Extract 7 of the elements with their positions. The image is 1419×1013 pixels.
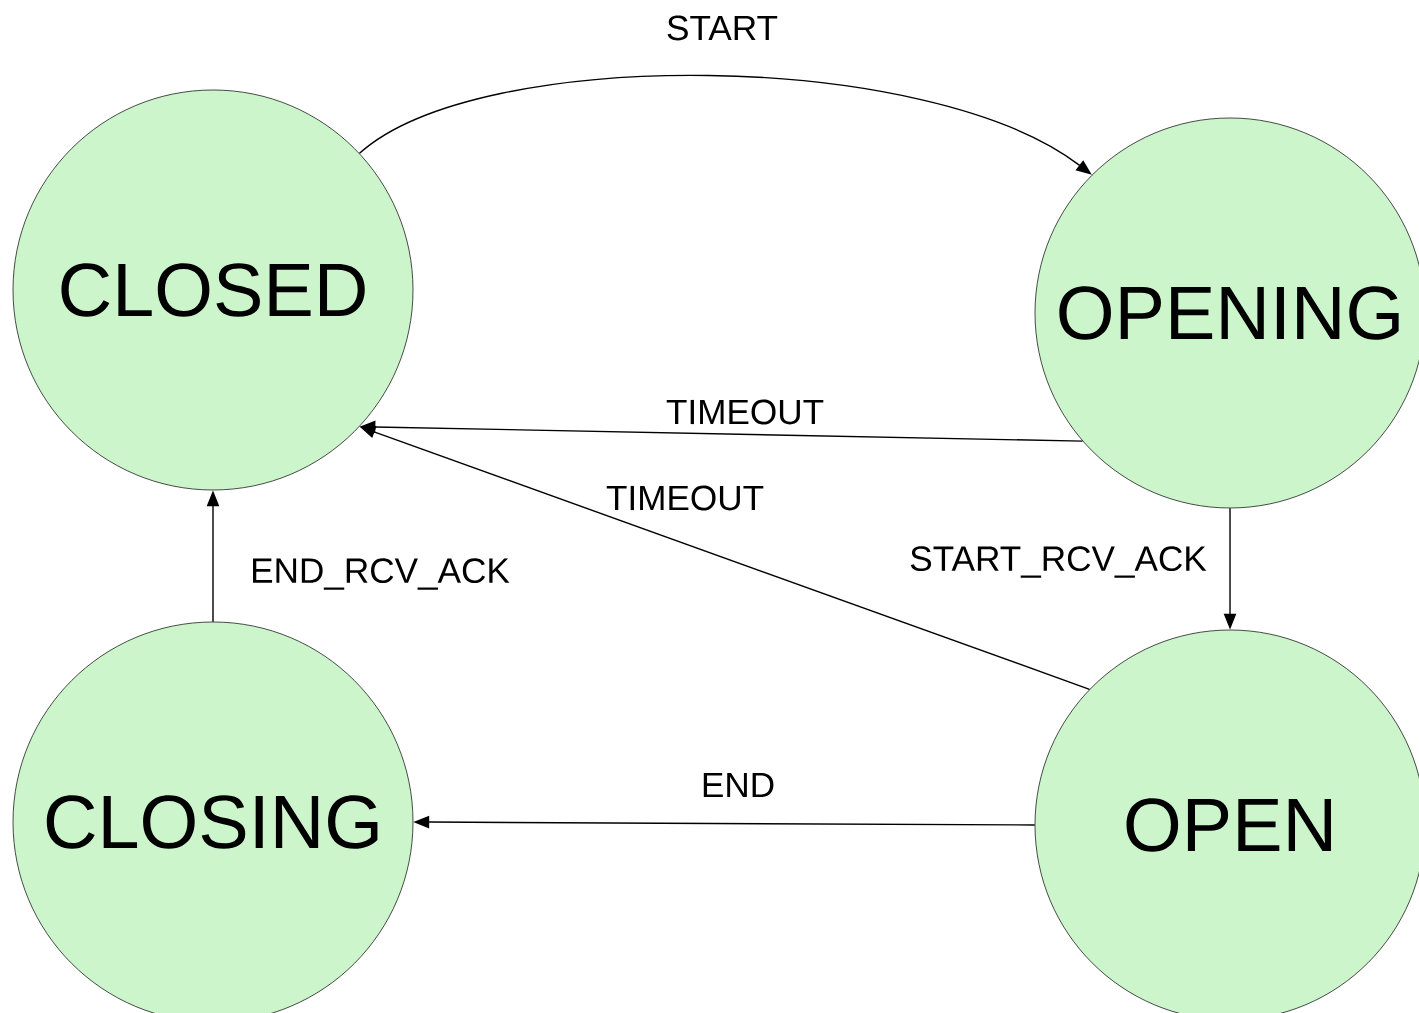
edge-label: START_RCV_ACK	[907, 544, 1209, 580]
edge-label: START	[664, 13, 780, 43]
arrow	[358, 74, 1092, 175]
edge-label: END_RCV_ACK	[248, 556, 512, 592]
edge-label: TIMEOUT	[604, 483, 766, 513]
edge-label: TIMEOUT	[664, 397, 826, 427]
edge-label: END	[699, 771, 777, 799]
